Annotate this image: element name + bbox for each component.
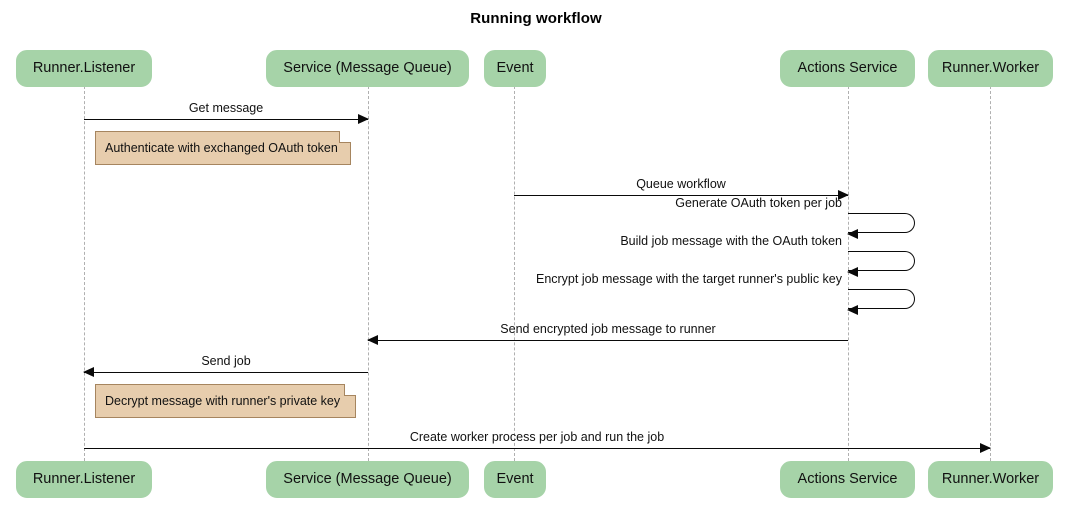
message-label: Send job xyxy=(201,354,251,368)
participant-event-top[interactable]: Event xyxy=(484,50,546,87)
self-message-label: Generate OAuth token per job xyxy=(675,196,842,210)
message-label: Get message xyxy=(188,101,264,115)
participant-actions-service-top[interactable]: Actions Service xyxy=(780,50,915,87)
message-line xyxy=(84,448,990,449)
participant-service-message-queue-bottom[interactable]: Service (Message Queue) xyxy=(266,461,469,498)
page-title: Running workflow xyxy=(470,10,602,27)
self-loop-line xyxy=(848,213,915,233)
arrowhead-right-icon xyxy=(838,189,849,200)
lifeline-service-message-queue xyxy=(368,86,369,461)
participant-actions-service-bottom[interactable]: Actions Service xyxy=(780,461,915,498)
self-message-generate-oauth-token[interactable]: Generate OAuth token per job xyxy=(675,196,915,240)
self-message-encrypt-job-message[interactable]: Encrypt job message with the target runn… xyxy=(536,272,915,316)
participant-event-bottom[interactable]: Event xyxy=(484,461,546,498)
arrowhead-left-icon xyxy=(83,366,94,377)
participant-runner-worker-top[interactable]: Runner.Worker xyxy=(928,50,1053,87)
participant-runner-worker-bottom[interactable]: Runner.Worker xyxy=(928,461,1053,498)
message-label: Create worker process per job and run th… xyxy=(409,430,665,444)
self-loop-line xyxy=(848,251,915,271)
lifeline-event xyxy=(514,86,515,461)
arrowhead-right-icon xyxy=(358,113,369,124)
participant-runner-listener-top[interactable]: Runner.Listener xyxy=(16,50,152,87)
message-line xyxy=(84,119,368,120)
note-text: Authenticate with exchanged OAuth token xyxy=(105,140,338,155)
arrowhead-left-icon xyxy=(847,229,858,240)
self-loop-line xyxy=(848,289,915,309)
participant-service-message-queue-top[interactable]: Service (Message Queue) xyxy=(266,50,469,87)
self-message-build-job-message[interactable]: Build job message with the OAuth token xyxy=(620,234,915,278)
note-fold-corner-icon xyxy=(339,131,351,143)
lifeline-runner-worker xyxy=(990,86,991,461)
arrowhead-right-icon xyxy=(980,442,991,453)
note-text: Decrypt message with runner's private ke… xyxy=(105,393,341,408)
arrowhead-left-icon xyxy=(847,305,858,316)
message-label: Queue workflow xyxy=(636,177,726,191)
note-decrypt[interactable]: Decrypt message with runner's private ke… xyxy=(95,384,356,418)
arrowhead-left-icon xyxy=(847,267,858,278)
message-line xyxy=(514,195,848,196)
participant-runner-listener-bottom[interactable]: Runner.Listener xyxy=(16,461,152,498)
note-fold-corner-icon xyxy=(344,384,356,396)
message-label: Send encrypted job message to runner xyxy=(500,322,716,336)
message-line xyxy=(84,372,368,373)
note-authenticate[interactable]: Authenticate with exchanged OAuth token xyxy=(95,131,351,165)
self-message-label: Build job message with the OAuth token xyxy=(620,234,842,248)
arrowhead-left-icon xyxy=(367,334,378,345)
self-message-label: Encrypt job message with the target runn… xyxy=(535,272,842,286)
message-line xyxy=(368,340,848,341)
lifeline-runner-listener xyxy=(84,86,85,461)
